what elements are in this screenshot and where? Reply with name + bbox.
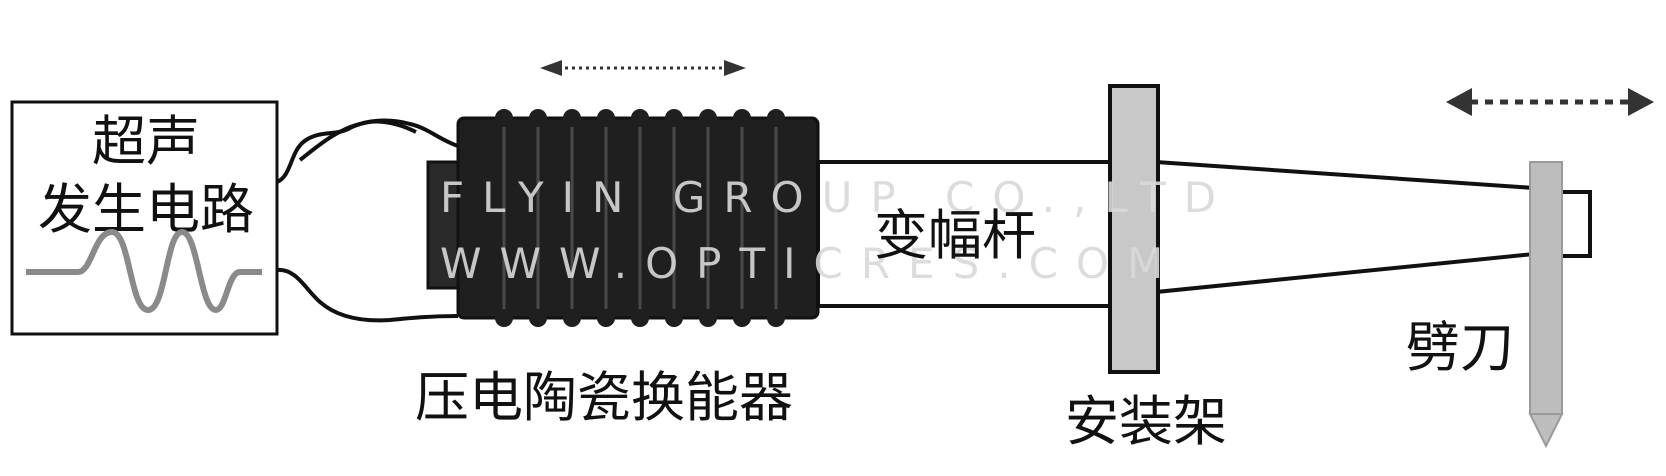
- sine-wave-icon: [26, 228, 262, 314]
- blade-label: 劈刀: [1406, 316, 1514, 379]
- transducer-label: 压电陶瓷换能器: [415, 366, 793, 429]
- mount-label: 安装架: [1065, 390, 1227, 453]
- transducer-bumps: [495, 109, 785, 327]
- generator-label-line1: 超声: [92, 110, 200, 173]
- capillary-blade: [1528, 161, 1564, 449]
- horn-label: 变幅杆: [874, 204, 1036, 267]
- transducer-rings: [502, 120, 778, 316]
- generator-label-line2: 发生电路: [38, 178, 254, 241]
- generator-box: [10, 100, 279, 336]
- watermark-line2: WWW.OPTICRES.COM: [440, 239, 1181, 288]
- ultrasonic-generator: 超声 发生电路: [10, 100, 279, 336]
- upper-wire-loop: [298, 119, 417, 162]
- transducer-vibration-arrow: [540, 60, 746, 76]
- mount-flange: [1108, 84, 1160, 374]
- blade-vibration-arrow: [1446, 88, 1654, 116]
- horn: [816, 159, 1592, 308]
- piezo-transducer: [426, 109, 820, 327]
- lower-wire: [276, 267, 459, 323]
- watermark-line1: FLYIN GROUP CO.,LTD: [440, 173, 1234, 222]
- connecting-wires: [275, 118, 459, 323]
